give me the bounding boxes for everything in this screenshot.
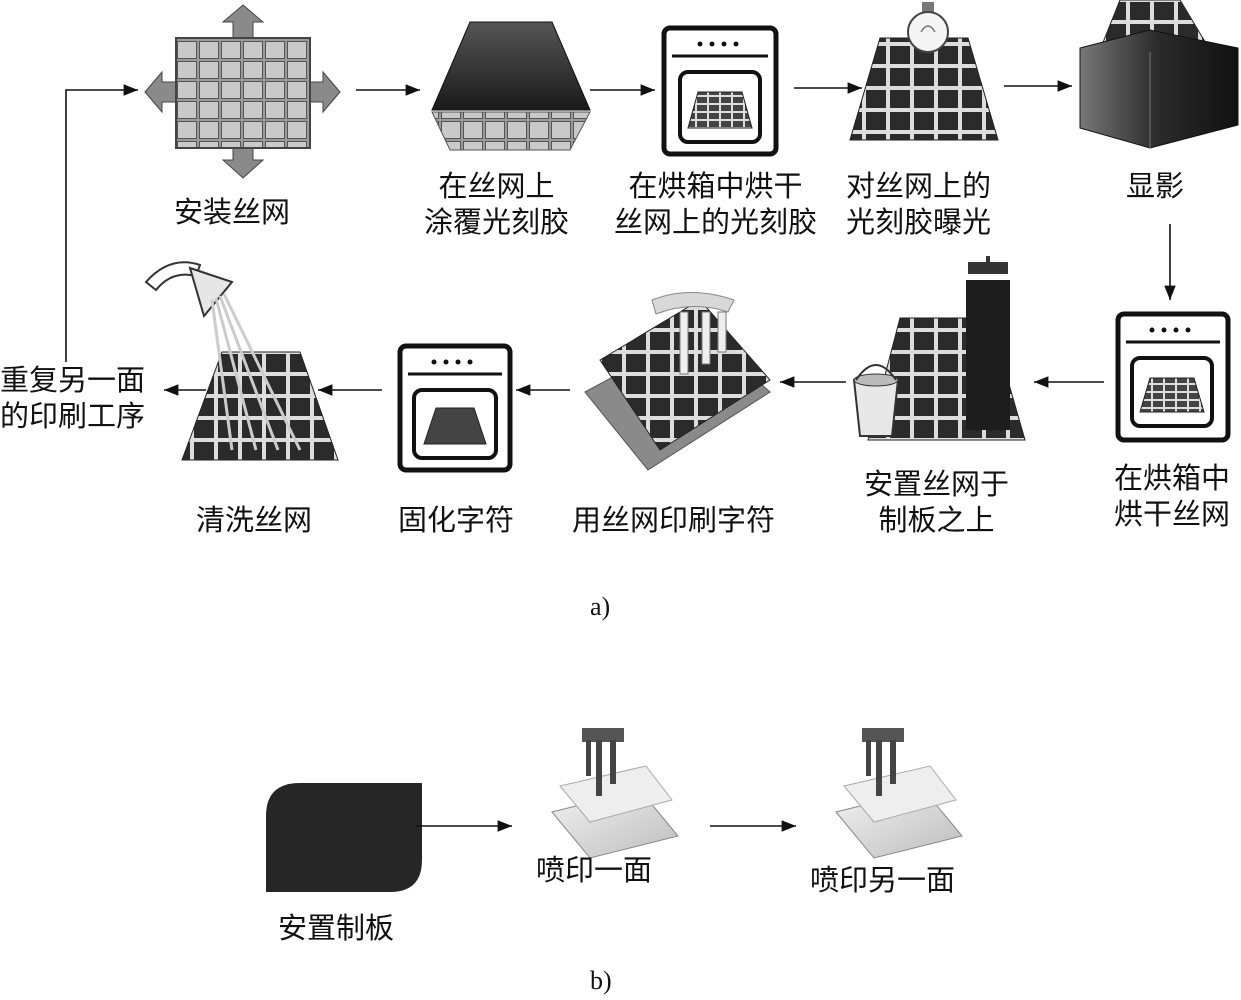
caption-b: b) [590,966,612,995]
print-squeegee-icon [584,292,771,471]
label-install-screen: 安装丝网 [174,195,291,229]
flow-arrows [65,80,1176,832]
clean-shower-icon [144,261,339,461]
board-icon [266,783,422,892]
spray-one-side-icon [551,728,679,859]
coat-resist-icon [431,21,591,151]
oven-icon [661,25,779,157]
spray-other-side-icon [835,728,963,859]
label-print-characters: 用丝网印刷字符 [572,503,776,537]
label-spray-other-side: 喷印另一面 [810,863,956,897]
label-clean-screen: 清洗丝网 [196,503,313,537]
label-expose-resist: 对丝网上的光刻胶曝光 [846,169,992,239]
label-cure-characters: 固化字符 [398,503,515,537]
label-bake-resist: 在烘箱中烘干丝网上的光刻胶 [614,169,818,239]
develop-tank-icon [1079,0,1239,149]
label-repeat-other-side: 重复另一面的印刷工序 [0,363,146,433]
label-develop: 显影 [1126,169,1185,203]
expose-bulb-icon [849,2,999,141]
caption-a: a) [590,592,611,621]
place-screen-icon [852,256,1026,441]
label-oven-dry-screen: 在烘箱中烘干丝网 [1114,461,1231,531]
label-place-screen: 安置丝网于制板之上 [864,467,1010,537]
install-screen-icon [144,4,341,179]
oven-icon-2 [1115,311,1231,443]
label-spray-one-side: 喷印一面 [536,853,653,887]
cure-oven-icon [397,343,513,473]
label-coat-resist: 在丝网上涂覆光刻胶 [424,169,570,239]
label-place-board: 安置制板 [278,911,395,945]
